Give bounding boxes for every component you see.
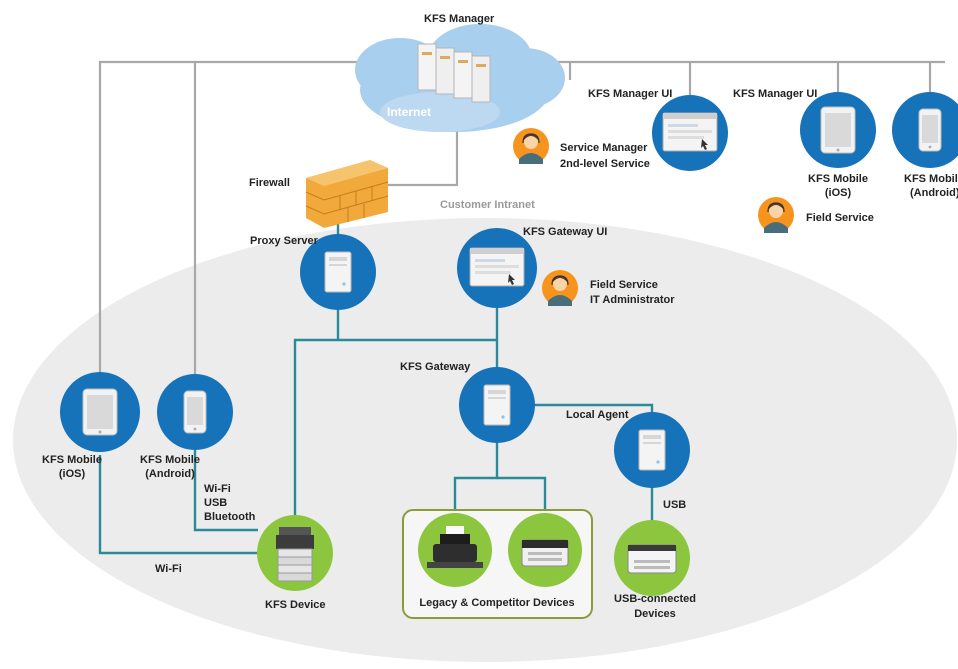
kfs-manager-servers (417, 43, 491, 103)
customer-intranet-label: Customer Intranet (440, 199, 535, 211)
wifi-label: Wi-Fi (155, 563, 182, 575)
field-service-it-avatar (541, 269, 579, 307)
kfs-mobile-android-left-label: KFS Mobile (140, 454, 200, 466)
local-agent-node (614, 412, 690, 488)
kfs-mobile-android-top-node (892, 92, 958, 168)
internet-label: Internet (387, 105, 431, 119)
kfs-mobile-ios-left-node (60, 372, 140, 452)
kfs-mobile-ios-top-sublabel: (iOS) (825, 187, 852, 199)
usb-label: USB (663, 499, 686, 511)
it-administrator-label: IT Administrator (590, 294, 675, 306)
proxy-server-node (300, 234, 376, 310)
legacy-printer-2-node (508, 513, 582, 587)
kfs-manager-label: KFS Manager (424, 13, 495, 25)
legacy-devices-label: Legacy & Competitor Devices (419, 597, 574, 609)
usb-devices-sublabel: Devices (634, 608, 676, 620)
field-service-it-label: Field Service (590, 279, 658, 291)
kfs-manager-ui-node-1 (652, 95, 728, 171)
kfs-mobile-ios-top-node (800, 92, 876, 168)
conn-bluetooth-label: Bluetooth (204, 511, 256, 523)
usb-devices-label: USB-connected (614, 593, 696, 605)
kfs-manager-ui-label-1: KFS Manager UI (588, 88, 672, 100)
field-service-avatar-top (757, 196, 795, 234)
wan-connections (98, 60, 945, 380)
firewall-icon (305, 160, 389, 228)
conn-wifi-label: Wi-Fi (204, 483, 231, 495)
kfs-mobile-android-left-sublabel: (Android) (145, 468, 195, 480)
local-agent-label: Local Agent (566, 409, 629, 421)
kfs-gateway-node (459, 367, 535, 443)
kfs-mobile-android-top-label: KFS Mobile (904, 173, 958, 185)
field-service-label-top: Field Service (806, 212, 874, 224)
conn-usb-label: USB (204, 497, 227, 509)
service-manager-role-label: 2nd-level Service (560, 158, 650, 170)
kfs-mobile-ios-top-label: KFS Mobile (808, 173, 868, 185)
firewall-label: Firewall (249, 177, 290, 189)
kfs-mobile-ios-left-sublabel: (iOS) (59, 468, 86, 480)
kfs-mobile-android-left-node (157, 374, 233, 450)
service-manager-label: Service Manager (560, 142, 648, 154)
kfs-gateway-ui-node (457, 228, 537, 308)
legacy-printer-1-node (418, 513, 492, 587)
kfs-mobile-android-top-sublabel: (Android) (910, 187, 958, 199)
service-manager-avatar (512, 127, 550, 165)
kfs-manager-ui-label-2: KFS Manager UI (733, 88, 817, 100)
kfs-gateway-ui-label: KFS Gateway UI (523, 226, 607, 238)
kfs-gateway-label: KFS Gateway (400, 361, 471, 373)
kfs-mobile-ios-left-label: KFS Mobile (42, 454, 102, 466)
proxy-server-label: Proxy Server (250, 235, 319, 247)
kfs-device-node (257, 515, 333, 591)
usb-device-node (614, 520, 690, 596)
kfs-device-label: KFS Device (265, 599, 326, 611)
